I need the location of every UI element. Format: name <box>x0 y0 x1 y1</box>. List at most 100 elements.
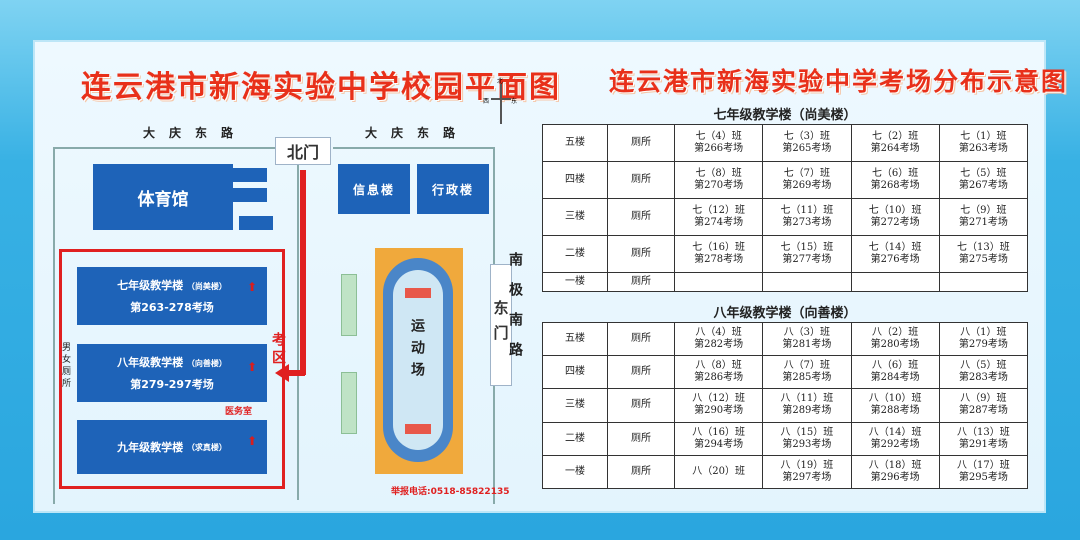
exam-room-number: 第266考场 <box>694 142 744 154</box>
class-name: 七（5）班 <box>960 167 1007 179</box>
field-marker-bottom <box>405 424 431 434</box>
exam-room-cell: 八（4）班第282考场 <box>673 321 764 357</box>
exam-room-number: 第282考场 <box>694 339 744 351</box>
exam-room-cell: 七（15）班第277考场 <box>762 234 852 273</box>
class-name: 七（14）班 <box>868 241 922 253</box>
exam-room-number: 第265考场 <box>782 142 832 154</box>
floor-label: 四楼 <box>542 355 608 390</box>
floor-row: 四楼厕所七（8）班第270考场七（7）班第269考场七（6）班第268考场七（5… <box>542 160 1029 199</box>
floor-row: 一楼厕所 <box>542 271 1029 293</box>
grade8-heading-wrap: 八年级教学楼（向善楼） <box>542 302 1028 321</box>
grade8-building-rooms: 第279-297考场 <box>130 378 214 391</box>
floor-row: 五楼厕所七（4）班第266考场七（3）班第265考场七（2）班第264考场七（1… <box>542 124 1029 162</box>
floor-row: 五楼厕所八（4）班第282考场八（3）班第281考场八（2）班第280考场八（1… <box>542 321 1029 357</box>
exam-room-number: 第291考场 <box>958 438 1008 450</box>
sports-field-label: 运动场 <box>409 318 425 384</box>
class-name: 七（7）班 <box>783 167 831 179</box>
exam-room-cell <box>850 271 940 293</box>
north-gate: 北门 <box>275 137 331 165</box>
route-arrow-shaft <box>300 170 306 375</box>
exam-room-number: 第275考场 <box>958 253 1008 265</box>
exam-room-number: 第274考场 <box>694 216 744 228</box>
exam-zone-label: 考区 <box>270 332 286 368</box>
exam-room-cell: 八（11）班第289考场 <box>762 388 852 423</box>
grade9-building: 九年级教学楼 （求真楼） <box>77 420 267 474</box>
route-arrow-turn <box>287 370 305 376</box>
class-name: 七（4）班 <box>695 130 742 142</box>
exam-room-cell: 八（14）班第292考场 <box>850 421 940 456</box>
grade9-building-alias: （求真楼） <box>186 442 227 452</box>
exam-room-number: 第278考场 <box>694 253 744 265</box>
distribution-title: 连云港市新海实验中学考场分布示意图 <box>609 67 1069 96</box>
exam-room-number: 第270考场 <box>694 179 744 191</box>
exam-room-number: 第285考场 <box>782 372 832 384</box>
class-name: 七（16）班 <box>692 241 745 253</box>
exam-room-cell: 八（9）班第287考场 <box>938 388 1029 423</box>
grade7-flag-icon: ⬆ <box>247 280 258 294</box>
gym-annex-1 <box>233 168 267 182</box>
floor-row: 三楼厕所七（12）班第274考场七（11）班第273考场七（10）班第272考场… <box>542 197 1029 236</box>
toilet-label: 厕所 <box>607 355 675 390</box>
exam-room-number: 第283考场 <box>958 372 1008 384</box>
exam-room-number: 第295考场 <box>958 471 1008 483</box>
exam-room-cell <box>938 271 1029 293</box>
class-name: 八（8）班 <box>695 360 742 372</box>
exam-room-number: 第273考场 <box>782 216 832 228</box>
exam-room-cell: 七（1）班第263考场 <box>938 124 1029 162</box>
exam-room-cell: 七（13）班第275考场 <box>938 234 1029 273</box>
class-name: 八（7）班 <box>783 360 831 372</box>
exam-room-cell: 八（18）班第296考场 <box>850 454 940 490</box>
exam-room-number: 第292考场 <box>870 438 920 450</box>
class-name: 八（9）班 <box>960 393 1007 405</box>
class-name: 八（10）班 <box>868 393 922 405</box>
class-name: 七（15）班 <box>780 241 834 253</box>
exam-room-number: 第269考场 <box>782 179 832 191</box>
admin-building: 行政楼 <box>417 164 489 214</box>
class-name: 八（14）班 <box>868 426 922 438</box>
exam-room-cell: 七（7）班第269考场 <box>762 160 852 199</box>
gym-building: 体育馆 <box>93 164 233 230</box>
floor-row: 三楼厕所八（12）班第290考场八（11）班第289考场八（10）班第288考场… <box>542 388 1029 423</box>
toilet-label: 厕所 <box>607 454 675 490</box>
grade8-building-alias: （向善楼） <box>186 359 227 368</box>
exam-zone-boundary <box>59 249 285 489</box>
toilet-label: 厕所 <box>607 388 675 423</box>
exam-room-cell: 八（1）班第279考场 <box>938 321 1029 357</box>
class-name: 七（3）班 <box>783 130 831 142</box>
exam-room-number: 第288考场 <box>870 405 920 417</box>
grade7-heading: 七年级教学楼（尚美楼） <box>713 108 857 123</box>
class-name: 七（6）班 <box>871 167 919 179</box>
grade8-flag-icon: ⬆ <box>247 360 258 374</box>
compass-west: 西 <box>483 98 490 105</box>
floor-label: 一楼 <box>542 271 608 293</box>
exam-room-cell: 八（7）班第285考场 <box>762 355 852 390</box>
exam-room-cell <box>673 271 764 293</box>
compass-icon: 北 西 东 <box>483 78 518 130</box>
class-name: 七（8）班 <box>695 167 742 179</box>
exam-room-cell: 七（12）班第274考场 <box>673 197 764 236</box>
floor-label: 一楼 <box>542 454 608 490</box>
floor-label: 二楼 <box>542 421 608 456</box>
compass-east: 东 <box>511 98 518 105</box>
grade8-table: 五楼厕所八（4）班第282考场八（3）班第281考场八（2）班第280考场八（1… <box>542 321 1029 490</box>
exam-room-number: 第287考场 <box>958 405 1008 417</box>
grade7-building: 七年级教学楼 （尚美楼） 第263-278考场 <box>77 267 267 325</box>
exam-room-cell: 八（16）班第294考场 <box>673 421 764 456</box>
exam-room-number: 第272考场 <box>870 216 920 228</box>
grade7-building-name: 七年级教学楼 <box>117 279 184 292</box>
road-east: 南极南路 <box>507 252 523 372</box>
grade7-building-alias: （尚美楼） <box>186 282 227 291</box>
class-name: 八（1）班 <box>960 327 1007 339</box>
class-name: 八（2）班 <box>871 327 919 339</box>
grade8-building-name: 八年级教学楼 <box>117 356 184 369</box>
exam-room-number: 第271考场 <box>958 216 1008 228</box>
toilet-label: 厕所 <box>607 271 675 293</box>
class-name: 七（13）班 <box>957 241 1010 253</box>
exam-room-number: 第296考场 <box>870 471 920 483</box>
exam-room-cell: 七（4）班第266考场 <box>673 124 764 162</box>
exam-room-cell: 八（20）班 <box>673 454 764 490</box>
exam-room-cell: 八（17）班第295考场 <box>938 454 1029 490</box>
toilet-label: 厕所 <box>607 160 675 199</box>
floor-label: 三楼 <box>542 197 608 236</box>
restrooms-label: 男女厕所 <box>60 342 70 390</box>
